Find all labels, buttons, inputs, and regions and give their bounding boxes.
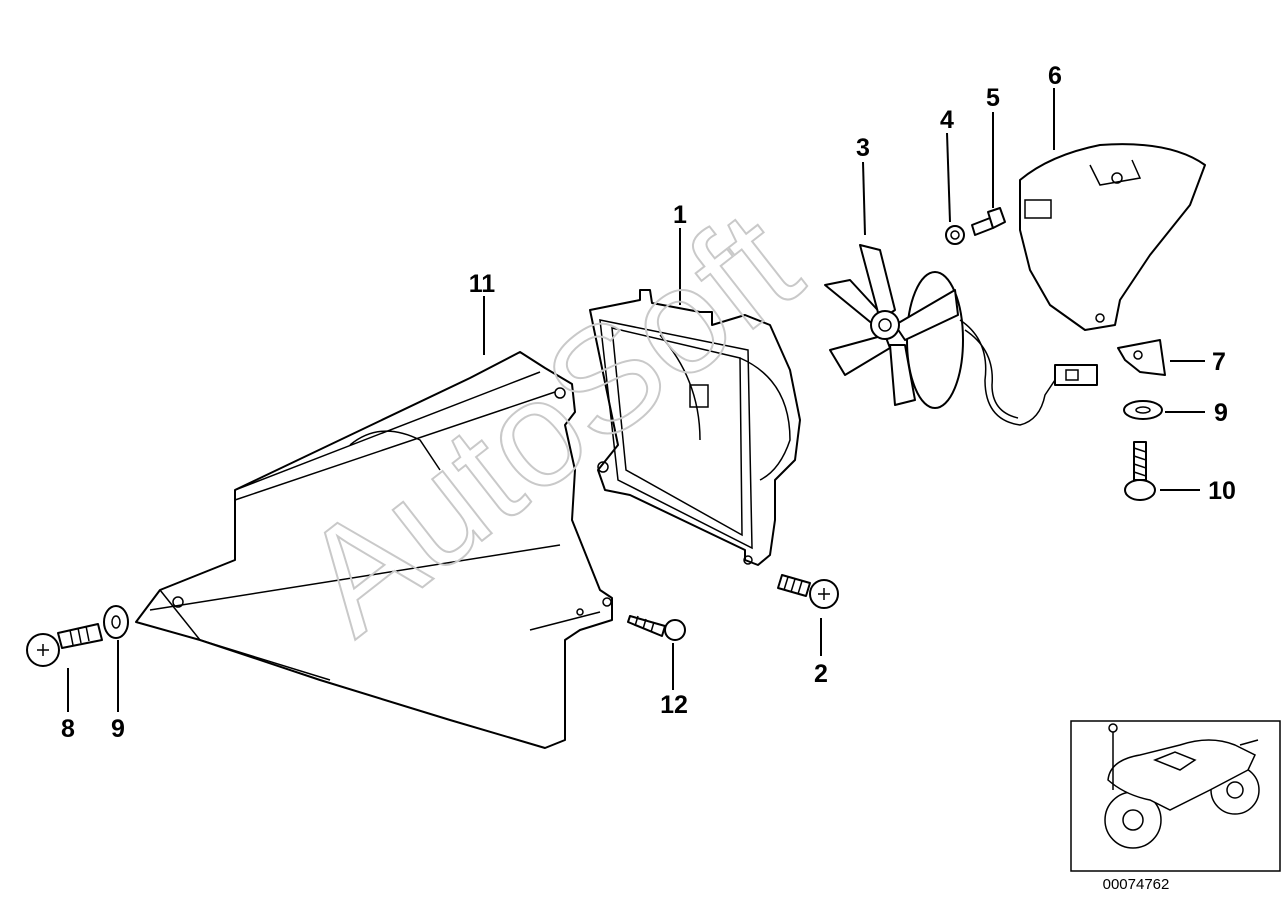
callout-7: 7	[1212, 348, 1226, 376]
screw-12	[627, 615, 686, 641]
callout-9-left: 9	[111, 715, 125, 743]
callout-3: 3	[856, 134, 870, 162]
callout-2: 2	[814, 660, 828, 688]
callout-9-right: 9	[1214, 399, 1228, 427]
screw-5	[971, 207, 1006, 236]
clip-7	[1117, 339, 1166, 376]
bolt-8	[26, 623, 103, 667]
callout-5: 5	[986, 84, 1000, 112]
fan-housing	[589, 289, 801, 566]
motorcycle-thumbnail-icon	[1104, 723, 1260, 849]
callout-8: 8	[61, 715, 75, 743]
fan-cover-shell	[1019, 143, 1206, 331]
catalog-code: 00074762	[1103, 876, 1170, 893]
callout-1: 1	[673, 201, 687, 229]
callout-6: 6	[1048, 62, 1062, 90]
callout-12: 12	[660, 691, 688, 719]
bolt-10	[1124, 441, 1156, 501]
leader-lines	[67, 88, 1205, 712]
callout-4: 4	[940, 106, 954, 134]
locator-inset: 00074762	[1070, 720, 1281, 893]
callout-11: 11	[469, 270, 496, 298]
washer-4	[945, 225, 965, 245]
callout-10: 10	[1208, 477, 1236, 505]
screw-2	[777, 574, 839, 609]
wire-connector	[1054, 364, 1098, 386]
washer-9-left	[103, 605, 129, 639]
fan-impeller	[824, 244, 1056, 426]
air-duct-cover	[135, 351, 613, 749]
washer-9-right	[1123, 400, 1163, 420]
